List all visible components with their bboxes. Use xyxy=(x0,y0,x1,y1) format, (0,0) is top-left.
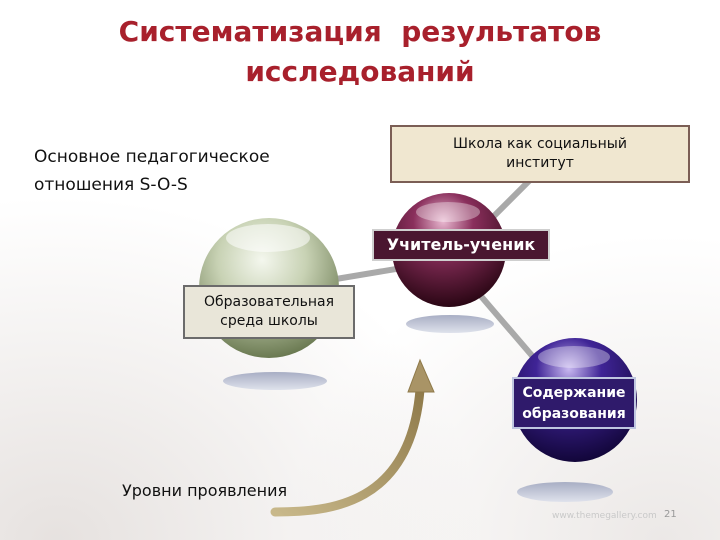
school-box-line-1: Школа как социальный xyxy=(392,135,688,154)
shadow-purple xyxy=(517,482,613,502)
relation-text: Основное педагогическое отношения S-O-S xyxy=(34,143,270,199)
curved-arrow xyxy=(275,390,420,512)
environment-box-line-1: Образовательная xyxy=(185,293,353,312)
content-label-line-1: Содержание xyxy=(514,383,634,404)
environment-box: Образовательная среда школы xyxy=(183,285,355,339)
relation-text-line-2: отношения S-O-S xyxy=(34,171,270,199)
content-label: Содержание образования xyxy=(512,377,636,429)
environment-box-line-2: среда школы xyxy=(185,312,353,331)
content-label-line-2: образования xyxy=(514,404,634,425)
title-line-1: Систематизация результатов xyxy=(0,12,720,52)
levels-label: Уровни проявления xyxy=(122,481,287,500)
relation-text-line-1: Основное педагогическое xyxy=(34,143,270,171)
teacher-student-label: Учитель-ученик xyxy=(372,229,550,261)
school-box: Школа как социальный институт xyxy=(390,125,690,183)
title-line-2: исследований xyxy=(0,52,720,92)
watermark: www.themegallery.com xyxy=(552,511,657,521)
school-box-line-2: институт xyxy=(392,154,688,173)
shadow-green xyxy=(223,372,327,390)
page-number: 21 xyxy=(664,509,677,520)
shadow-maroon xyxy=(406,315,494,333)
arrow-head xyxy=(408,360,434,392)
slide-title: Систематизация результатов исследований xyxy=(0,12,720,92)
